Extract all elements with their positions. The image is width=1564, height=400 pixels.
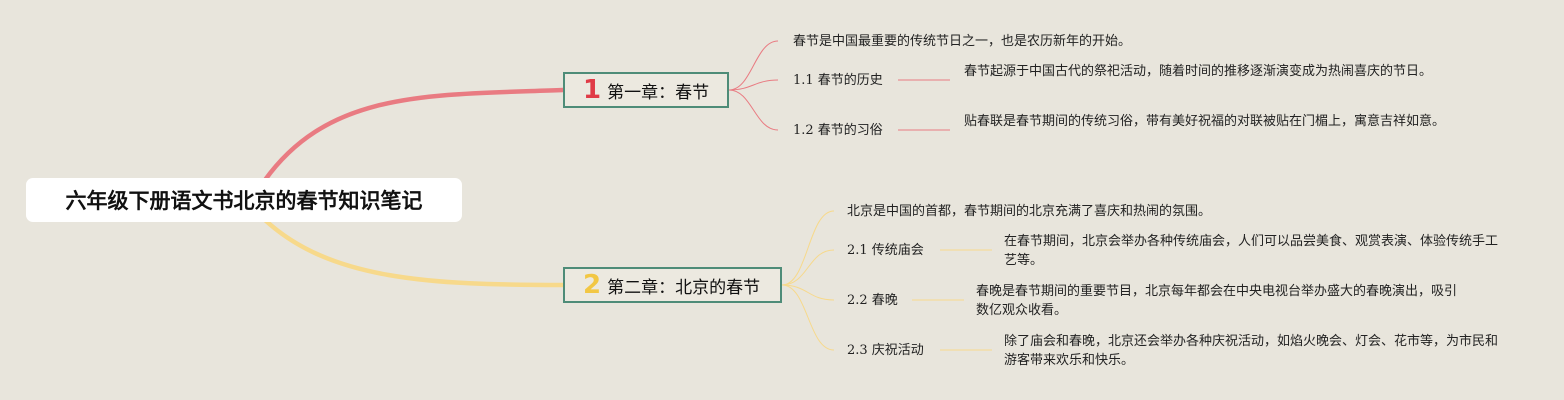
chapter-2-node[interactable]: 2 第二章：北京的春节 <box>563 267 782 303</box>
section-1-1-text: 春节起源于中国古代的祭祀活动，随着时间的推移逐渐演变成为热闹喜庆的节日。 <box>964 64 1433 79</box>
connector-ch2-sec3 <box>781 284 835 351</box>
root-topic[interactable]: 六年级下册语文书北京的春节知识笔记 <box>26 178 462 222</box>
connector-ch2-sec2 <box>781 284 835 301</box>
section-1-1-title[interactable]: 1.1 春节的历史 <box>793 73 883 88</box>
chapter-2-title: 第二章：北京的春节 <box>607 277 761 298</box>
connector-ch1-sec1 <box>728 79 779 91</box>
section-2-1-text: 在春节期间，北京会举办各种传统庙会，人们可以品尝美食、观赏表演、体验传统手工艺等… <box>1004 234 1499 268</box>
connector-ch2-sec1 <box>781 249 835 286</box>
connector-root-chapter2 <box>262 217 566 288</box>
chapter-1-title: 第一章：春节 <box>607 82 710 103</box>
section-1-2-title[interactable]: 1.2 春节的习俗 <box>793 123 883 138</box>
chapter-1-node[interactable]: 1 第一章：春节 <box>563 72 729 108</box>
connector-ch2-intro <box>781 210 835 286</box>
section-1-2-text: 贴春联是春节期间的传统习俗，带有美好祝福的对联被贴在门楣上，寓意吉祥如意。 <box>964 114 1446 129</box>
root-title: 六年级下册语文书北京的春节知识笔记 <box>65 189 423 213</box>
chapter-1-intro: 春节是中国最重要的传统节日之一，也是农历新年的开始。 <box>793 34 1132 49</box>
chapter-2-number: 2 <box>583 270 602 300</box>
section-2-1-title[interactable]: 2.1 传统庙会 <box>847 243 924 258</box>
connector-root-chapter1 <box>262 87 566 183</box>
section-2-2-text: 春晚是春节期间的重要节目，北京每年都会在中央电视台举办盛大的春晚演出，吸引数亿观… <box>976 284 1458 318</box>
connector-ch1-intro <box>728 40 779 91</box>
section-2-3-title[interactable]: 2.3 庆祝活动 <box>847 343 924 358</box>
chapter-1-number: 1 <box>583 75 602 105</box>
chapter-2-intro: 北京是中国的首都，春节期间的北京充满了喜庆和热闹的氛围。 <box>847 204 1212 219</box>
section-2-2-title[interactable]: 2.2 春晚 <box>847 293 898 308</box>
section-2-3-text: 除了庙会和春晚，北京还会举办各种庆祝活动，如焰火晚会、灯会、花市等，为市民和游客… <box>1004 334 1499 368</box>
connector-ch1-sec2 <box>728 89 779 131</box>
